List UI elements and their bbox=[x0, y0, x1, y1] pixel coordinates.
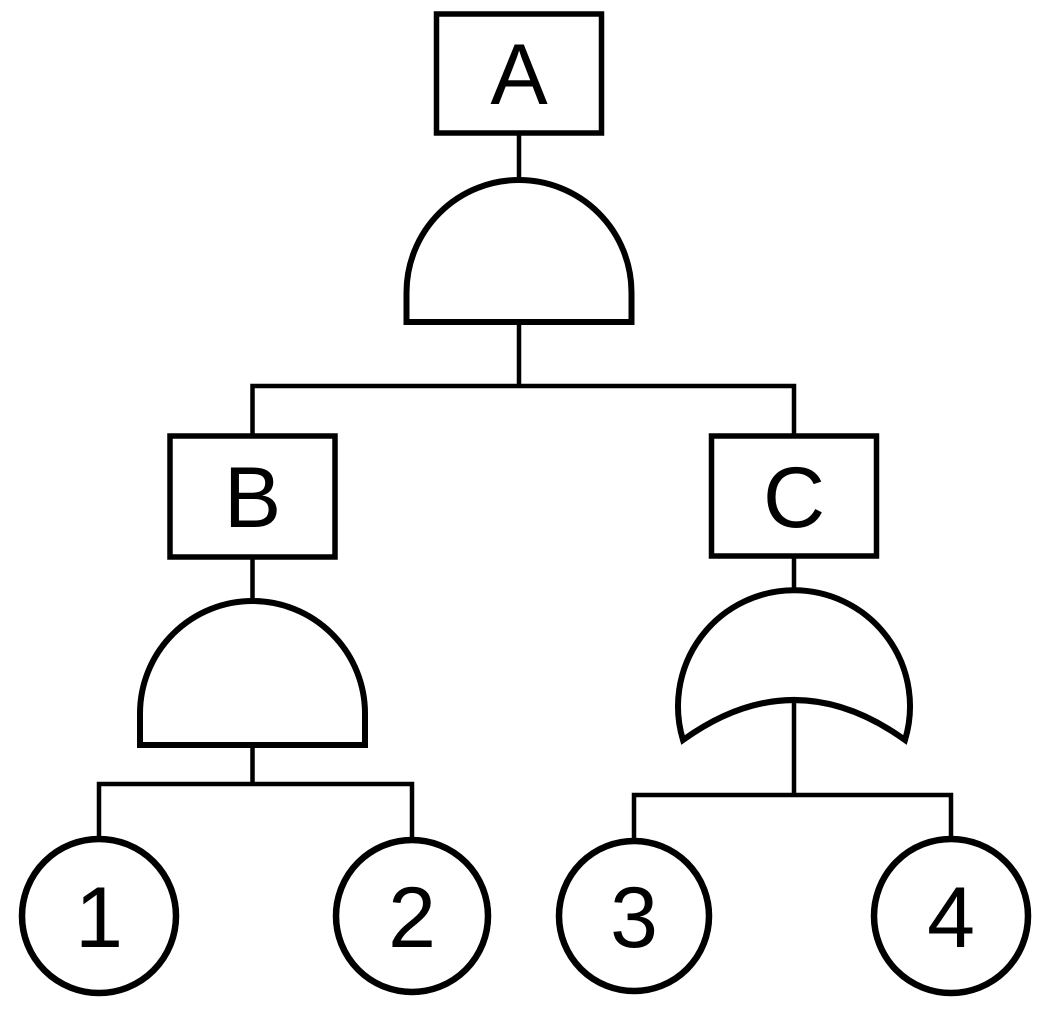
basic-event-2-circle bbox=[332, 836, 492, 996]
intermediate-event-b: B bbox=[167, 433, 338, 560]
connector-lines bbox=[96, 133, 954, 844]
basic-event-3: 3 bbox=[555, 837, 713, 995]
intermediate-event-b-label: B bbox=[224, 450, 281, 546]
and-gate-b-icon bbox=[137, 598, 368, 748]
and-gate-top-icon bbox=[403, 177, 635, 325]
branch-c-to-3-4 bbox=[631, 792, 954, 844]
basic-event-3-circle bbox=[555, 837, 713, 995]
basic-event-4-label: 4 bbox=[927, 870, 975, 966]
gate-symbols bbox=[137, 177, 913, 748]
or-gate-c-icon bbox=[675, 587, 913, 745]
top-event-a-box bbox=[433, 11, 605, 136]
intermediate-event-c-box bbox=[708, 433, 880, 559]
basic-event-4: 4 bbox=[870, 835, 1032, 997]
top-event-a: A bbox=[433, 11, 605, 136]
branch-a-to-b-c bbox=[250, 383, 797, 436]
basic-event-3-label: 3 bbox=[610, 870, 658, 966]
top-event-a-label: A bbox=[490, 27, 548, 123]
intermediate-event-c-label: C bbox=[763, 450, 825, 546]
basic-event-4-circle bbox=[870, 835, 1032, 997]
basic-event-2: 2 bbox=[332, 836, 492, 996]
intermediate-event-b-box bbox=[167, 433, 338, 560]
basic-event-1-label: 1 bbox=[75, 870, 123, 966]
basic-event-2-label: 2 bbox=[388, 870, 436, 966]
branch-b-to-1-2 bbox=[96, 781, 415, 841]
basic-event-1: 1 bbox=[18, 835, 180, 997]
intermediate-event-c: C bbox=[708, 433, 880, 559]
basic-event-1-circle bbox=[18, 835, 180, 997]
